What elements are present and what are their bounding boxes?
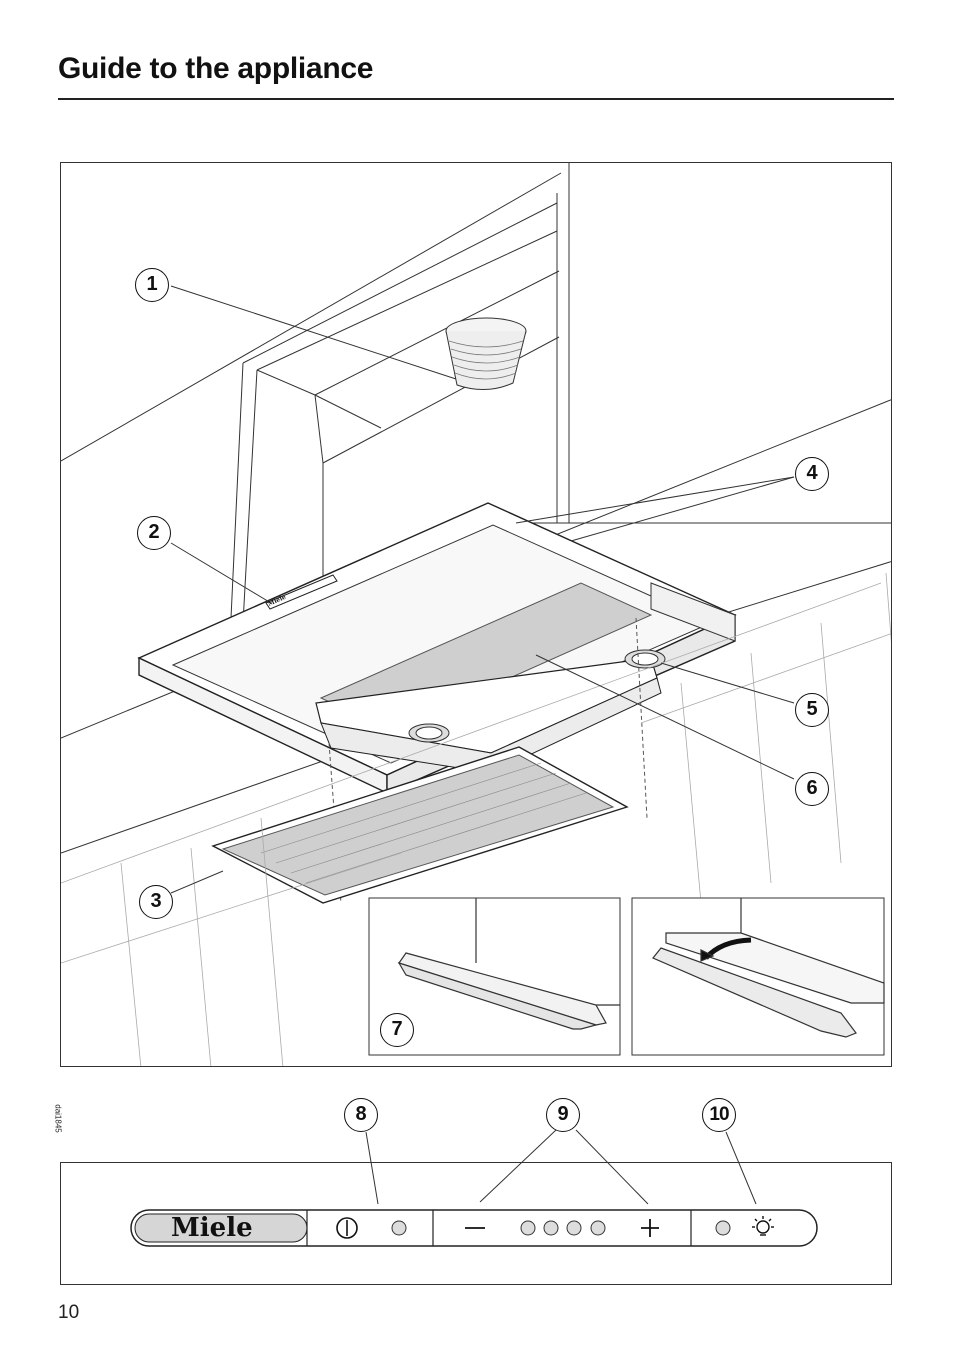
fan-level-2 xyxy=(543,1220,559,1236)
page-number: 10 xyxy=(58,1302,80,1323)
light-indicator xyxy=(715,1220,731,1236)
callout-4: 4 xyxy=(795,457,829,491)
appliance-drawing xyxy=(61,163,891,1066)
callout-10: 10 xyxy=(702,1098,736,1132)
callout-1: 1 xyxy=(135,268,169,302)
callout-9: 9 xyxy=(546,1098,580,1132)
callout-7: 7 xyxy=(380,1013,414,1047)
callout-5: 5 xyxy=(795,693,829,727)
callout-8: 8 xyxy=(344,1098,378,1132)
light-bulb-icon[interactable] xyxy=(752,1216,774,1236)
figure-code: dai1845 xyxy=(53,1104,63,1133)
callout-2: 2 xyxy=(137,516,171,550)
callout-3: 3 xyxy=(139,885,173,919)
fan-level-1 xyxy=(520,1220,536,1236)
title-rule xyxy=(58,98,894,100)
callout-6: 6 xyxy=(795,772,829,806)
page-title: Guide to the appliance xyxy=(58,52,374,85)
fan-level-4 xyxy=(590,1220,606,1236)
plus-icon[interactable] xyxy=(641,1219,659,1237)
power-icon[interactable] xyxy=(336,1217,358,1239)
appliance-figure: Miele xyxy=(60,162,892,1067)
control-panel-box: Miele xyxy=(60,1162,892,1285)
brand-logo: Miele xyxy=(171,1213,253,1243)
control-panel: Miele xyxy=(130,1209,818,1247)
power-indicator xyxy=(391,1220,407,1236)
fan-level-3 xyxy=(566,1220,582,1236)
